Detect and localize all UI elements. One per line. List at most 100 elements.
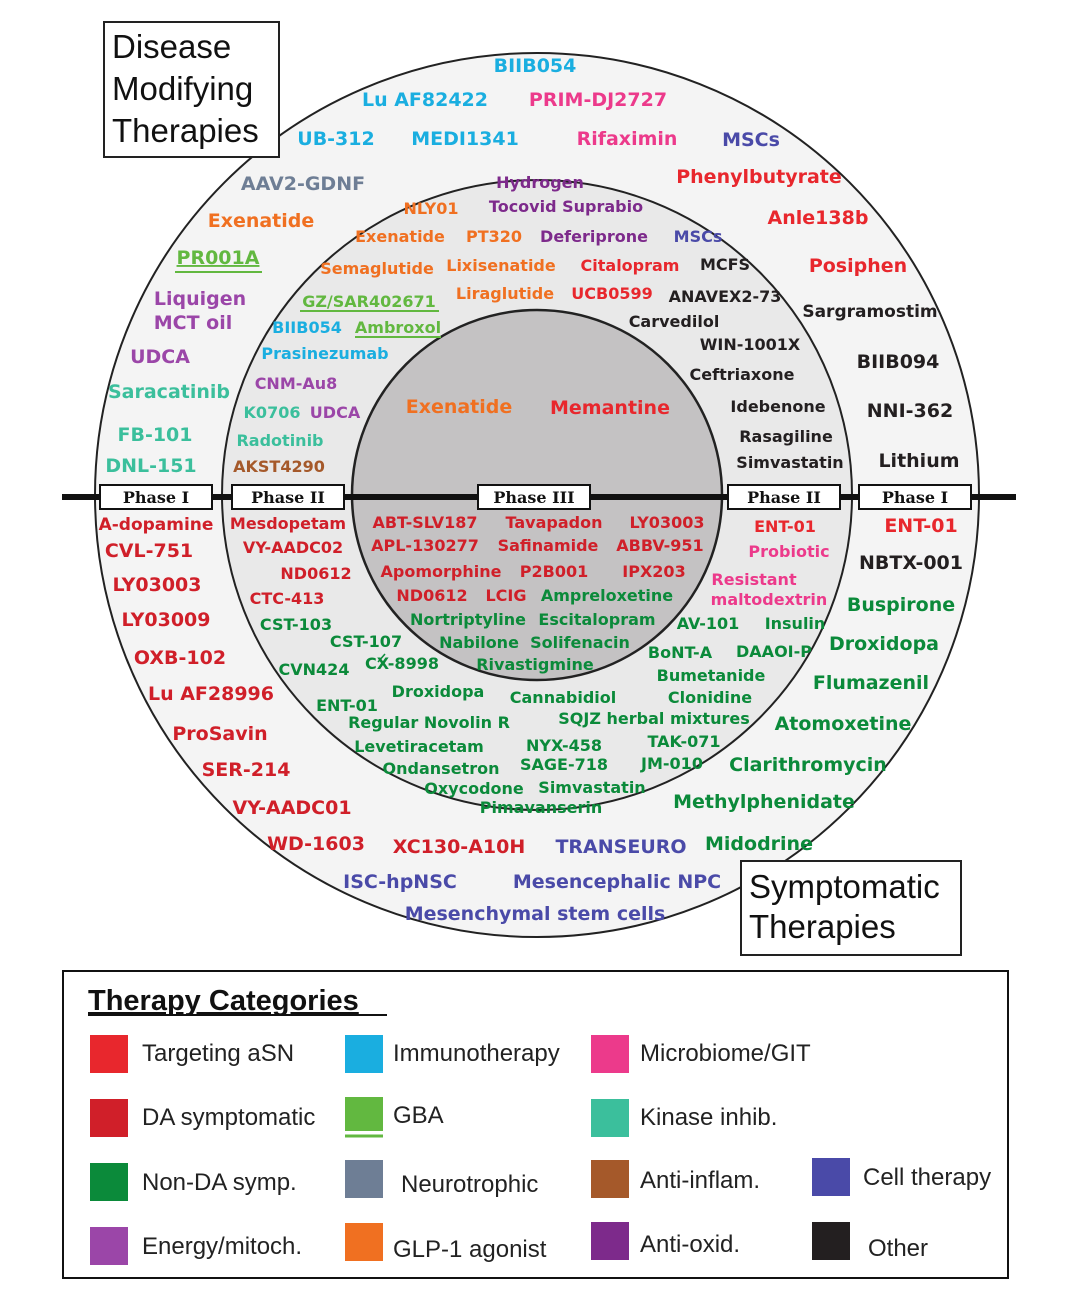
drug-label: Exenatide xyxy=(355,227,445,246)
drug-label: LY03003 xyxy=(630,513,705,532)
drug-label: Idebenone xyxy=(730,397,825,416)
symptomatic-line1: Symptomatic xyxy=(749,868,940,905)
drug-label: BoNT-A xyxy=(648,643,713,662)
drug-label: Droxidopa xyxy=(829,633,939,655)
phase-label-left-phase1: Phase I xyxy=(99,484,213,510)
phase-label-right-phase2-text: Phase II xyxy=(747,488,821,507)
drug-label: Mesencephalic NPC xyxy=(513,871,721,893)
drug-label: ANAVEX2-73 xyxy=(669,287,782,306)
drug-label: Hydrogen xyxy=(496,173,584,192)
cx-connector-line xyxy=(377,653,386,663)
drug-label: UDCA xyxy=(130,346,190,368)
drug-label: Lu AF82422 xyxy=(362,89,488,111)
drug-label: CTC-413 xyxy=(250,589,325,608)
drug-label: Rifaximin xyxy=(577,128,678,150)
drug-label: PT320 xyxy=(466,227,522,246)
drug-label: Sargramostim xyxy=(802,302,937,322)
drug-label: Rasagiline xyxy=(739,427,833,446)
drug-label: UB-312 xyxy=(297,128,374,150)
drug-label: maltodextrin xyxy=(711,590,828,609)
drug-label: NBTX-001 xyxy=(859,552,963,574)
drug-label: IPX203 xyxy=(622,562,685,581)
legend-label: Cell therapy xyxy=(863,1164,991,1191)
drug-label: LY03003 xyxy=(112,574,201,596)
legend-swatch xyxy=(90,1163,128,1201)
drug-label: Ampreloxetine xyxy=(541,586,673,605)
drug-label: Carvedilol xyxy=(629,312,720,331)
drug-label: UDCA xyxy=(310,403,361,422)
drug-label: Clarithromycin xyxy=(729,754,887,776)
drug-label: Ondansetron xyxy=(383,759,500,778)
drug-label: Phenylbutyrate xyxy=(676,166,842,188)
drug-label: ND0612 xyxy=(396,586,467,605)
symptomatic-line2: Therapies xyxy=(749,908,896,945)
sym-phase1-drugs: A-dopamine CVL-751 LY03003 LY03009 OXB-1… xyxy=(99,515,963,925)
drug-label: NLY01 xyxy=(404,199,459,218)
phase-label-left-phase2: Phase II xyxy=(231,484,345,510)
phase-label-phase3-text: Phase III xyxy=(493,488,574,507)
drug-label: Lu AF28996 xyxy=(148,683,274,705)
dm-phase2-drugs: Hydrogen NLY01 Tocovid Suprabio Exenatid… xyxy=(233,173,844,476)
drug-label: ProSavin xyxy=(172,723,267,745)
drug-label: Exenatide xyxy=(208,210,315,232)
drug-label: WIN-1001X xyxy=(700,335,801,354)
legend-label: Anti-inflam. xyxy=(640,1167,760,1194)
sym-phase3-drugs: ABT-SLV187 Tavapadon LY03003 APL-130277 … xyxy=(371,513,704,674)
drug-label: Rivastigmine xyxy=(476,655,594,674)
drug-label: BIIB054 xyxy=(494,55,577,77)
legend-swatch xyxy=(345,1160,383,1198)
disease-modifying-line2: Modifying xyxy=(112,70,253,107)
drug-label: VY-AADC01 xyxy=(232,797,351,819)
drug-label: Posiphen xyxy=(809,255,907,277)
drug-label: Droxidopa xyxy=(392,682,485,701)
drug-label: TRANSEURO xyxy=(555,836,686,858)
drug-label: Semaglutide xyxy=(320,259,434,278)
legend-label: Energy/mitoch. xyxy=(142,1233,302,1260)
legend-frame xyxy=(62,970,1009,1279)
drug-label: DNL-151 xyxy=(105,455,196,477)
drug-label: AAV2-GDNF xyxy=(241,173,365,195)
drug-label: Apomorphine xyxy=(381,562,502,581)
drug-label: MSCs xyxy=(722,129,780,151)
drug-label: PR001A xyxy=(177,247,260,269)
drug-label: Atomoxetine xyxy=(775,713,912,735)
drug-label: XC130-A10H xyxy=(393,836,526,858)
legend-label: Other xyxy=(868,1235,928,1262)
drug-label: MEDI1341 xyxy=(411,128,519,150)
drug-label: Oxycodone xyxy=(424,779,524,798)
drug-label: Regular Novolin R xyxy=(348,713,510,732)
sym-phase2-drugs: Mesdopetam VY-AADC02 ND0612 CTC-413 CST-… xyxy=(230,514,830,817)
drug-label: Lixisenatide xyxy=(446,256,556,275)
drug-label: Tavapadon xyxy=(506,513,603,532)
drug-label: TAK-071 xyxy=(647,732,720,751)
drug-label: OXB-102 xyxy=(134,647,226,669)
drug-label: GZ/SAR402671 xyxy=(302,292,436,311)
legend-label: Kinase inhib. xyxy=(640,1104,777,1131)
drug-label: Tocovid Suprabio xyxy=(489,197,643,216)
disease-modifying-line3: Therapies xyxy=(112,112,259,149)
drug-label: Insulin xyxy=(765,614,826,633)
drug-label: DAAOI-P xyxy=(736,642,812,661)
drug-label: Lithium xyxy=(878,450,959,472)
legend-swatch xyxy=(812,1222,850,1260)
legend-swatch xyxy=(90,1099,128,1137)
drug-label: AV-101 xyxy=(677,614,740,633)
drug-label: Liquigen xyxy=(154,288,246,310)
drug-label: Mesdopetam xyxy=(230,514,346,533)
drug-label: Resistant xyxy=(711,570,797,589)
legend-swatch xyxy=(591,1099,629,1137)
legend-label: Immunotherapy xyxy=(393,1040,560,1067)
legend-swatch xyxy=(345,1097,383,1131)
legend-label: Non-DA symp. xyxy=(142,1169,297,1196)
drug-label: Cannabidiol xyxy=(510,688,616,707)
drug-label: ENT-01 xyxy=(754,517,816,536)
drug-label: BIIB054 xyxy=(272,318,342,337)
legend-label: GLP-1 agonist xyxy=(393,1236,547,1263)
drug-label: Saracatinib xyxy=(108,381,230,403)
dm-phase3-drugs: Exenatide Memantine xyxy=(406,396,670,419)
drug-label: CX-8998 xyxy=(365,654,439,673)
drug-label: Escitalopram xyxy=(538,610,655,629)
drug-label: CST-103 xyxy=(260,615,332,634)
